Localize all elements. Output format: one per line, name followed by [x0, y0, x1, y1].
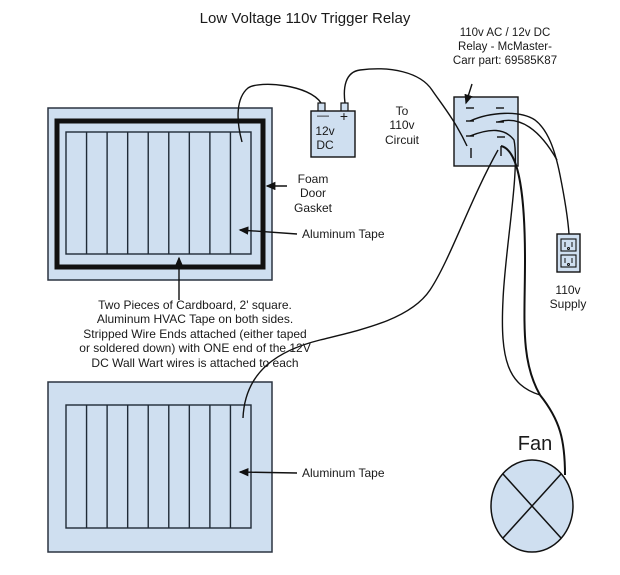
tape-top-label-arrow: [238, 226, 298, 235]
diagram-title: Low Voltage 110v Trigger Relay: [199, 10, 411, 27]
bottom-panel-board: [47, 381, 273, 553]
top-cardboard-panel: [47, 107, 273, 281]
battery-12v: [310, 102, 356, 158]
wire-relay-to-outlet: [469, 112, 570, 235]
wire-battery-to-relay: [343, 68, 468, 147]
wire-relay-to-fan: [500, 145, 566, 476]
label-arrows: [174, 83, 473, 477]
bottom-cardboard-panel: [47, 381, 273, 553]
wires: [237, 68, 570, 476]
fan-cross-line: [502, 473, 562, 539]
battery-plus-sign: +: [339, 108, 349, 124]
bottom-tape-grid: [65, 404, 252, 529]
wire-relay-to-fan: [469, 129, 541, 396]
gasket-label: Foam Door Gasket: [293, 172, 332, 215]
tape-top-label: Aluminum Tape: [302, 227, 385, 241]
top-panel-board: [47, 107, 273, 281]
battery-body: [310, 110, 356, 158]
battery-label: 12v DC: [315, 124, 335, 153]
tape-bottom-label-arrow: [238, 467, 298, 477]
supply-label: 110v Supply: [549, 283, 587, 312]
top-tape-grid: [65, 131, 252, 255]
fan-label: Fan: [517, 433, 553, 455]
relay-label-arrow: [464, 83, 473, 105]
wire-relay-to-bottom-panel: [242, 149, 499, 419]
description-text: Two Pieces of Cardboard, 2' square. Alum…: [79, 298, 311, 370]
wire-battery-to-top-panel: [237, 83, 322, 143]
fan: [490, 459, 574, 553]
battery-minus-sign: —: [317, 108, 329, 122]
relay-label: 110v AC / 12v DC Relay - McMaster- Carr …: [452, 27, 558, 67]
tape-area-border: [65, 131, 252, 255]
tape-bottom-label: Aluminum Tape: [302, 466, 385, 480]
tape-area-border: [65, 404, 252, 529]
to-circuit-label: To 110v Circuit: [384, 104, 419, 147]
wall-outlet: [556, 233, 581, 273]
wire-relay-to-outlet: [497, 119, 558, 161]
foam-door-gasket: [54, 118, 266, 270]
